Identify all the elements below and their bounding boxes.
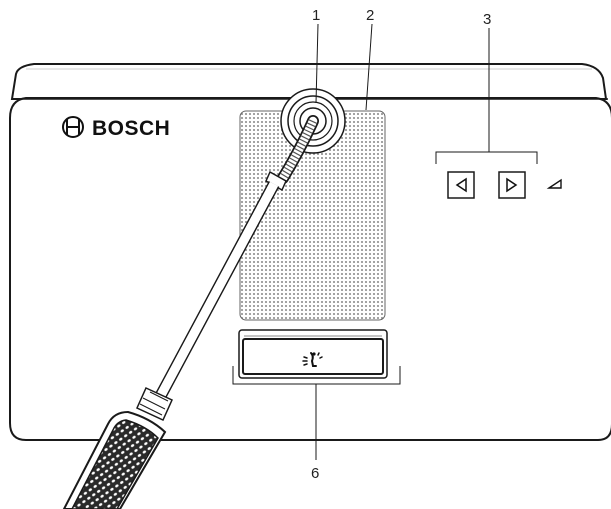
brand-logo: BOSCH [62,116,170,140]
microphone-head [62,410,167,509]
callout-6: 6 [311,465,319,482]
bosch-armature-icon [62,116,84,138]
microphone-gooseneck [136,115,319,421]
callout-2: 2 [366,7,374,24]
volume-wedge-icon [546,178,562,189]
callout-1: 1 [312,7,320,24]
brand-name: BOSCH [92,117,170,140]
volume-down-button[interactable] [447,171,475,199]
request-to-speak-button[interactable] [238,329,388,379]
callout-3: 3 [483,11,491,28]
request-to-speak-icon [302,352,323,367]
triangle-left-icon [455,177,467,193]
volume-up-button[interactable] [498,171,526,199]
triangle-right-icon [506,177,518,193]
callout-leaders [232,23,538,460]
